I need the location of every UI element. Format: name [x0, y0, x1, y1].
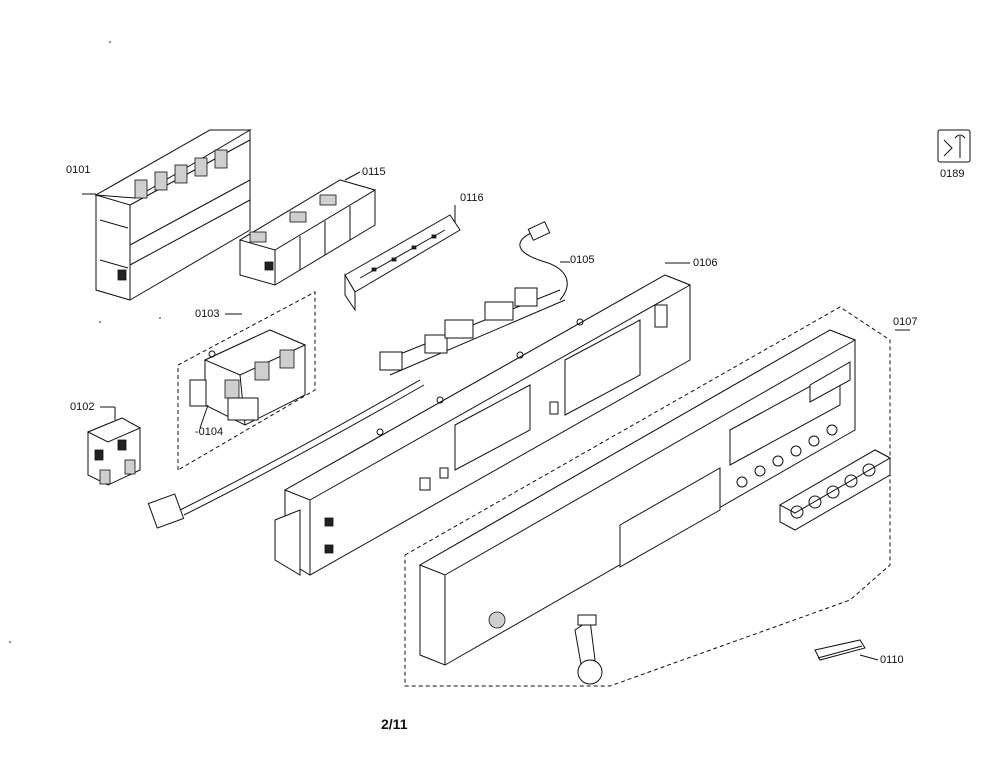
page-number: 2/11 — [381, 716, 408, 732]
label-0115: 0115 — [362, 166, 386, 178]
label-0106: 0106 — [693, 257, 718, 269]
part-0106-control-frame[interactable] — [274, 274, 692, 576]
part-0115-switch-block[interactable] — [238, 179, 377, 286]
label-0101: 0101 — [66, 164, 91, 176]
part-0116-label-strip[interactable] — [344, 214, 461, 312]
label-0107: 0107 — [893, 316, 918, 328]
label-0104: -0104 — [195, 426, 224, 438]
label-0103: 0103 — [195, 308, 220, 320]
button-strip[interactable] — [778, 449, 892, 531]
part-0103-0104-relay-assembly[interactable] — [189, 329, 307, 426]
label-0105: 0105 — [570, 254, 595, 266]
service-wrench-icon[interactable] — [937, 129, 971, 163]
label-0110: 0110 — [880, 654, 904, 666]
part-0110-trim-strip[interactable] — [814, 639, 866, 661]
part-0102-connector[interactable] — [86, 417, 142, 486]
part-0107-front-panel[interactable] — [418, 329, 857, 666]
label-0116: 0116 — [460, 192, 484, 204]
label-0189: 0189 — [940, 168, 965, 180]
label-0102: 0102 — [70, 401, 95, 413]
part-0101-control-module[interactable] — [94, 129, 252, 301]
latch-handle[interactable] — [574, 614, 603, 685]
part-0105-wiring-harness[interactable] — [147, 221, 568, 529]
